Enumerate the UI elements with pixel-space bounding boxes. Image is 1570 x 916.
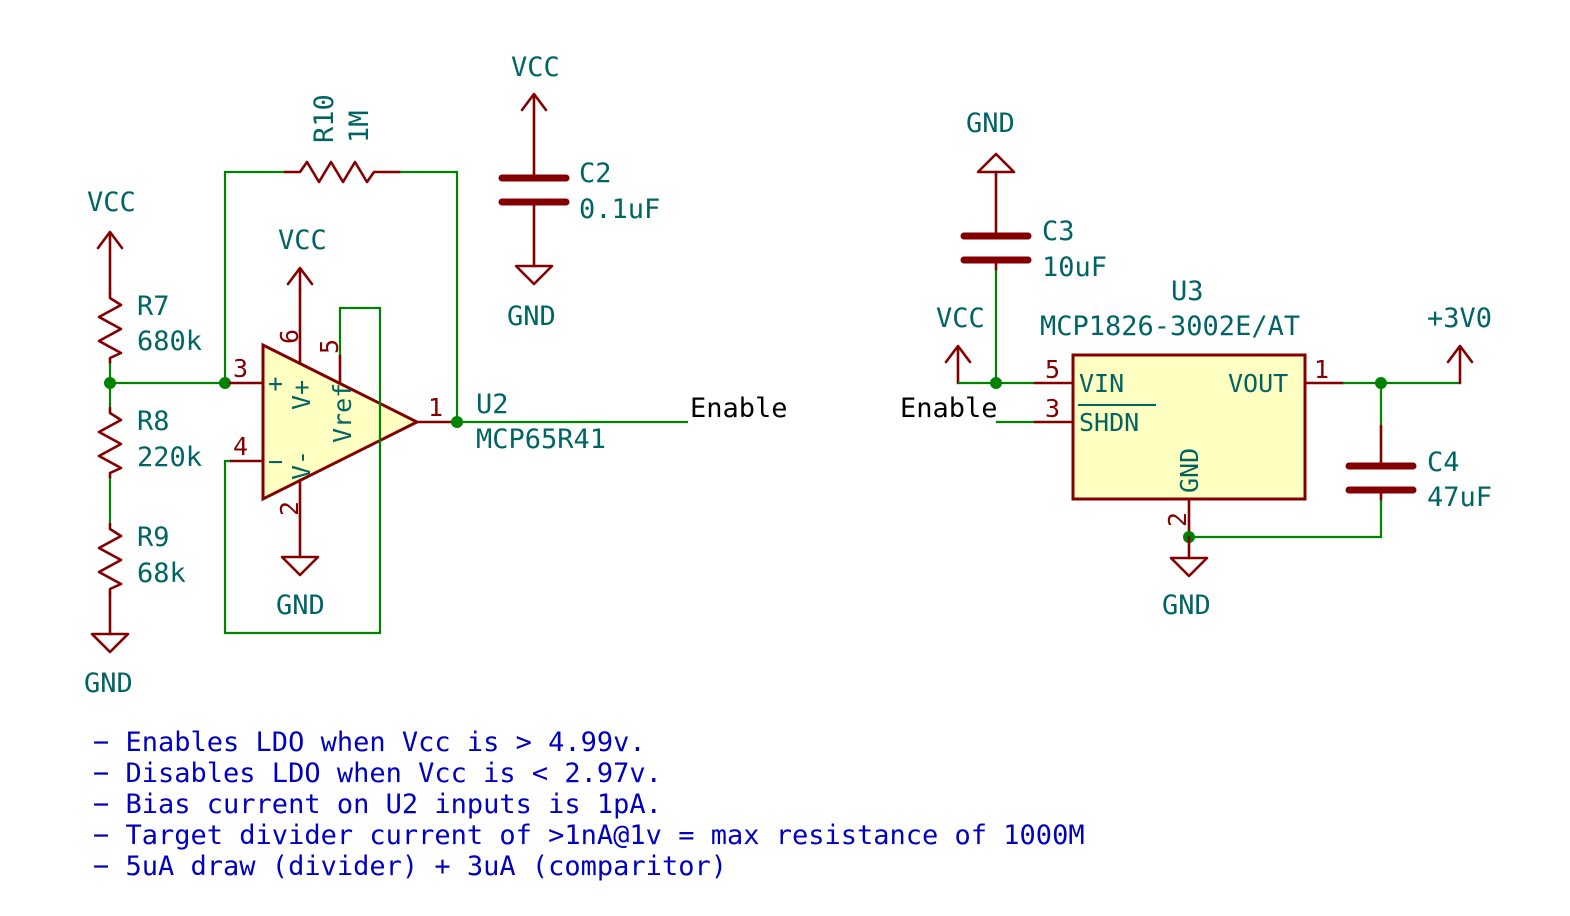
u2-pin4-number: 4 — [233, 432, 248, 461]
gnd-label-r9: GND — [84, 668, 133, 699]
capacitor-c3: C3 10uF — [960, 216, 1107, 283]
r9-ref: R9 — [137, 522, 170, 553]
vcc-label-r7: VCC — [87, 187, 136, 218]
u3-shdn-name: SHDN — [1079, 408, 1139, 437]
plus3v0-label: +3V0 — [1427, 303, 1492, 334]
u2-vminus-name: V- — [287, 450, 316, 480]
gnd-power-symbol-r9: GND — [84, 632, 133, 699]
u2-vref-name: Vref — [328, 383, 357, 443]
u2-pin6-number: 6 — [275, 329, 304, 344]
u2-ref: U2 — [476, 389, 509, 420]
note-line: − 5uA draw (divider) + 3uA (comparitor) — [93, 851, 727, 882]
r10-value: 1M — [344, 110, 375, 143]
c4-ref: C4 — [1427, 447, 1460, 478]
gnd-label-u2: GND — [276, 590, 325, 621]
enable-net-label-left: Enable — [690, 393, 788, 424]
u3-gnd-name: GND — [1175, 448, 1204, 493]
ldo-u3: 5 3 1 2 VIN SHDN VOUT GND U3 MCP1826-300… — [1033, 276, 1345, 539]
c3-ref: C3 — [1042, 216, 1075, 247]
plus3v0-power-symbol: +3V0 — [1427, 303, 1492, 385]
r8-ref: R8 — [137, 406, 170, 437]
u3-pin2-number: 2 — [1163, 512, 1192, 527]
vcc-power-symbol-ldo: VCC — [936, 303, 985, 385]
resistor-r9: R9 68k — [97, 522, 186, 596]
design-notes: − Enables LDO when Vcc is > 4.99v. − Dis… — [93, 727, 1085, 882]
u3-pin1-number: 1 — [1314, 355, 1329, 384]
capacitor-c2: VCC C2 0.1uF GND — [498, 52, 660, 332]
gnd-power-symbol-u3: GND — [1162, 535, 1211, 621]
junction-noninv-input — [219, 377, 231, 389]
vcc-label-ldo: VCC — [936, 303, 985, 334]
note-line: − Bias current on U2 inputs is 1pA. — [93, 789, 662, 820]
vcc-label-u2: VCC — [278, 225, 327, 256]
r10-ref: R10 — [309, 94, 340, 143]
note-line: − Disables LDO when Vcc is < 2.97v. — [93, 758, 662, 789]
gnd-label-u3: GND — [1162, 590, 1211, 621]
gnd-label-c2: GND — [507, 301, 556, 332]
c3-value: 10uF — [1042, 252, 1107, 283]
enable-net-label-right: Enable — [900, 393, 998, 424]
u3-pin3-number: 3 — [1045, 394, 1060, 423]
u3-value: MCP1826-3002E/AT — [1040, 311, 1300, 342]
note-line: − Target divider current of >1nA@1v = ma… — [93, 820, 1085, 851]
u2-pin5-number: 5 — [315, 339, 344, 354]
u2-vplus-name: V+ — [287, 380, 316, 410]
note-line: − Enables LDO when Vcc is > 4.99v. — [93, 727, 646, 758]
u3-pin5-number: 5 — [1045, 355, 1060, 384]
gnd-label-c3: GND — [966, 108, 1015, 139]
u3-vout-name: VOUT — [1228, 369, 1288, 398]
gnd-power-symbol-c3: GND — [966, 108, 1016, 238]
vcc-label-c2: VCC — [511, 52, 560, 83]
r7-ref: R7 — [137, 291, 170, 322]
c4-value: 47uF — [1427, 482, 1492, 513]
u2-pin1-number: 1 — [428, 393, 443, 422]
resistor-r8: R8 220k — [97, 406, 202, 480]
c2-ref: C2 — [579, 158, 612, 189]
u3-ref: U3 — [1171, 276, 1204, 307]
capacitor-c4: C4 47uF — [1345, 424, 1492, 513]
u2-pin3-number: 3 — [233, 354, 248, 383]
vcc-power-symbol-r7: VCC — [87, 187, 136, 295]
junction-vin — [990, 377, 1002, 389]
u2-plus-sign: + — [268, 369, 283, 398]
vcc-power-symbol-u2: VCC — [278, 225, 327, 292]
r7-value: 680k — [137, 326, 202, 357]
r9-value: 68k — [137, 558, 186, 589]
resistor-r10: R10 1M — [283, 94, 402, 184]
resistor-r7: R7 680k — [97, 291, 202, 365]
comparator-u2: 3 4 1 6 5 2 + − V+ V- Vref — [228, 288, 459, 558]
gnd-power-symbol-u2: GND — [276, 555, 325, 621]
u2-minus-sign: − — [268, 447, 283, 476]
u2-pin2-number: 2 — [275, 501, 304, 516]
c2-value: 0.1uF — [579, 194, 660, 225]
u2-value: MCP65R41 — [476, 424, 606, 455]
r8-value: 220k — [137, 442, 202, 473]
u3-vin-name: VIN — [1079, 369, 1124, 398]
